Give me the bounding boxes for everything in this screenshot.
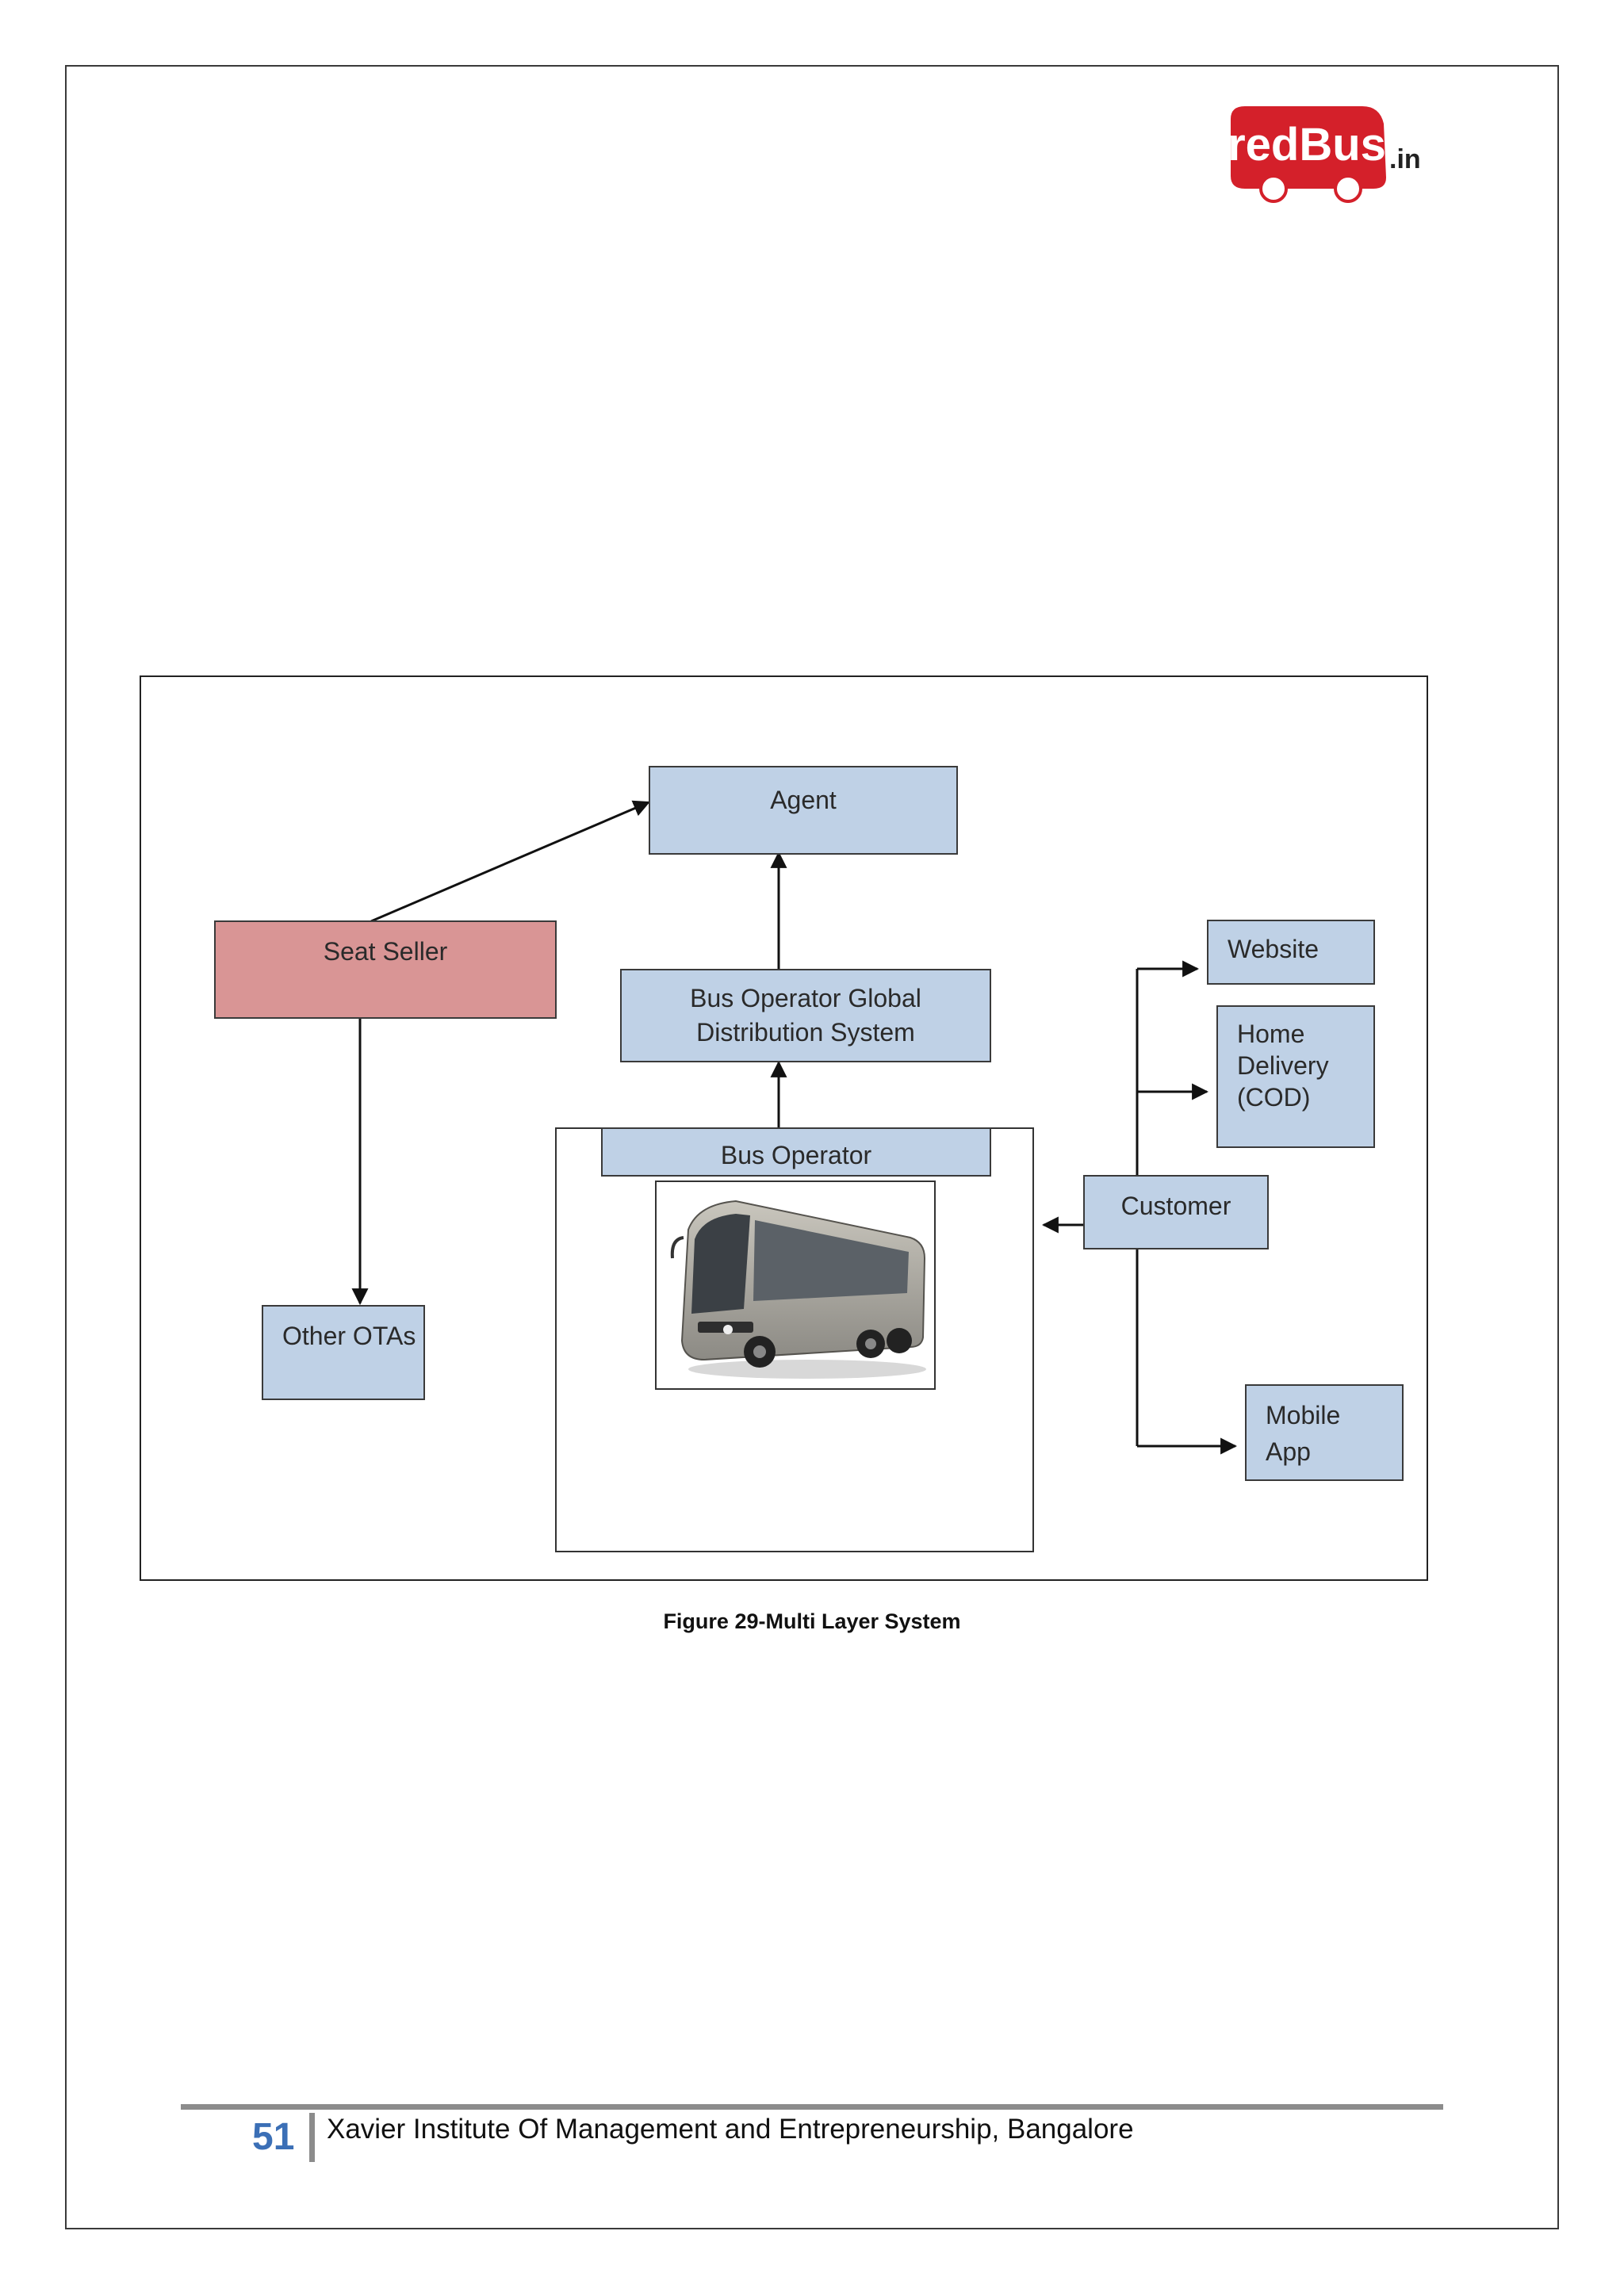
node-other-otas-label: Other OTAs — [282, 1322, 416, 1350]
arrow-seat-seller-to-agent — [370, 800, 650, 923]
node-customer: Customer — [1083, 1175, 1269, 1249]
node-home-delivery: Home Delivery (COD) — [1216, 1005, 1375, 1148]
node-website: Website — [1207, 920, 1375, 985]
bus-image — [655, 1181, 936, 1390]
node-other-otas: Other OTAs — [262, 1305, 425, 1400]
node-seat-seller: Seat Seller — [214, 920, 557, 1019]
figure-frame — [140, 675, 1428, 1581]
footer-rule — [181, 2104, 1443, 2110]
node-home-delivery-line2: Delivery — [1237, 1051, 1329, 1080]
node-seat-seller-label: Seat Seller — [323, 937, 448, 966]
node-gds-label-line1: Bus Operator Global — [690, 984, 921, 1012]
node-bus-operator-label: Bus Operator — [720, 1141, 872, 1169]
node-agent-label: Agent — [770, 786, 837, 814]
node-bus-operator: Bus Operator — [601, 1127, 991, 1177]
node-home-delivery-line3: (COD) — [1237, 1083, 1311, 1112]
logo-main-text: redBus — [1228, 119, 1386, 170]
node-home-delivery-line1: Home — [1237, 1020, 1305, 1048]
page-border — [65, 65, 1559, 2229]
footer-institution-text: Xavier Institute Of Management and Entre… — [327, 2114, 1134, 2145]
page-number: 51 — [252, 2116, 295, 2158]
logo-suffix-text: .in — [1389, 144, 1421, 174]
node-agent: Agent — [649, 766, 958, 855]
node-mobile-app-line2: App — [1266, 1437, 1311, 1467]
figure-caption: Figure 29-Multi Layer System — [663, 1609, 961, 1633]
redbus-logo: redBus .in — [1228, 106, 1421, 203]
node-customer-label: Customer — [1120, 1192, 1231, 1220]
node-mobile-app: Mobile App — [1245, 1384, 1404, 1481]
footer-divider — [309, 2113, 315, 2162]
node-mobile-app-line1: Mobile — [1266, 1401, 1341, 1429]
node-website-label: Website — [1228, 935, 1320, 963]
node-gds-label-line2: Distribution System — [696, 1018, 915, 1047]
node-bus-operator-gds: Bus Operator Global Distribution System — [620, 969, 991, 1062]
bus-illustration — [670, 1200, 926, 1379]
